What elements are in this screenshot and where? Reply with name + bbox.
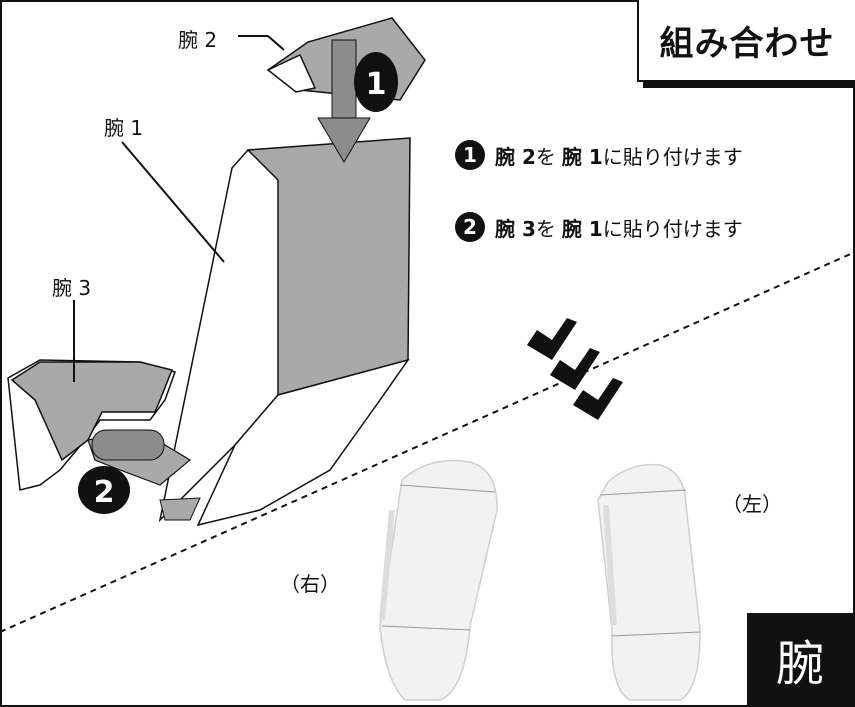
- badge-2: 2: [78, 466, 130, 514]
- step-1-part-a: 腕 2: [495, 144, 536, 169]
- step-2-part-b: 腕 1: [561, 216, 603, 241]
- divider-line: [0, 251, 855, 633]
- page-title: 組み合わせ: [659, 23, 835, 64]
- step-2-mid: を: [535, 216, 556, 241]
- step-2-tail: に貼り付けます: [602, 216, 743, 241]
- photo-left-arm: [597, 463, 701, 701]
- badge-1: 1: [354, 52, 398, 112]
- step-1-number: 1: [455, 140, 485, 170]
- step-1-tail: に貼り付けます: [602, 144, 743, 169]
- step-1-mid: を: [535, 144, 556, 169]
- badge-2-text: 2: [94, 475, 115, 510]
- arm2-label: 腕 2: [178, 28, 218, 52]
- photo-right-arm: [379, 459, 498, 701]
- step-1-part-b: 腕 1: [561, 144, 603, 169]
- arm1-label: 腕 1: [104, 116, 144, 140]
- arrow-1: [317, 39, 371, 163]
- step-1: 1 腕 2 を 腕 1 に貼り付けます: [455, 140, 743, 170]
- corner-label: 腕: [775, 636, 824, 692]
- photo-label-right: （右）: [280, 572, 340, 596]
- step-2-number: 2: [455, 212, 485, 242]
- arm3-part: [7, 359, 201, 521]
- corner-label-box: 腕: [747, 613, 853, 705]
- step-2-part-a: 腕 3: [495, 216, 536, 241]
- title-box: 組み合わせ: [637, 0, 855, 82]
- arm3-label: 腕 3: [52, 276, 92, 300]
- photo-label-left: （左）: [722, 492, 782, 516]
- chevrons: [527, 318, 623, 420]
- arm1-part: [158, 137, 411, 527]
- step-2: 2 腕 3 を 腕 1 に貼り付けます: [455, 212, 743, 242]
- arm1-leader: [121, 141, 225, 263]
- badge-1-text: 1: [366, 67, 387, 102]
